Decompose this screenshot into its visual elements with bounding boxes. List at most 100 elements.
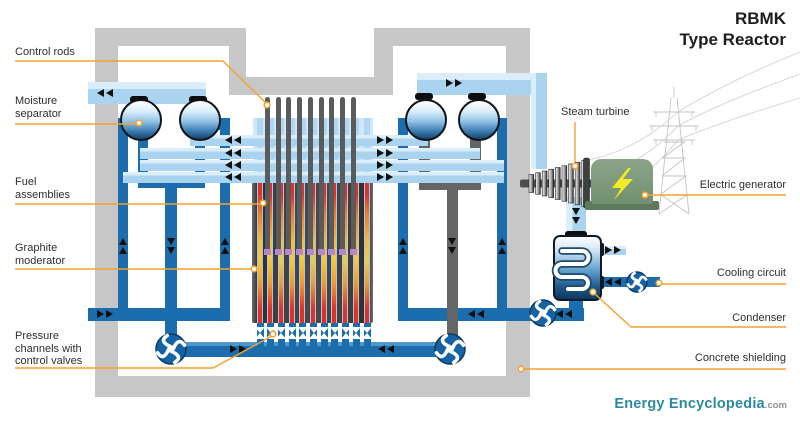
label-pressure-channels: Pressure channels with control valves xyxy=(15,330,83,367)
control-rod-tip xyxy=(274,249,282,255)
pipe-steam-row xyxy=(123,172,504,183)
control-valve-icon xyxy=(351,333,362,339)
pipe-feedwater-left xyxy=(88,308,230,321)
pipe-downcomer-right-outer xyxy=(497,118,507,320)
flow-arrow xyxy=(106,310,113,318)
flow-arrow xyxy=(377,173,384,181)
label-graphite-moderator: Graphite moderator xyxy=(15,242,66,267)
flow-arrow xyxy=(398,247,407,254)
flow-arrow xyxy=(448,247,456,254)
control-valve-icon xyxy=(319,327,330,333)
control-valve-icon xyxy=(340,327,351,333)
flow-arrow xyxy=(225,149,232,157)
moisture-separator-vessel xyxy=(458,99,500,141)
pipe-turbine-to-condenser xyxy=(566,197,586,235)
control-valve-icon xyxy=(308,327,319,333)
control-rod-tip xyxy=(339,249,347,255)
flow-arrow xyxy=(497,247,506,254)
flow-arrow xyxy=(614,278,621,286)
flow-arrow xyxy=(225,136,232,144)
flow-arrow xyxy=(386,136,393,144)
energy-encyclopedia-logo: Energy Encyclopedia.com xyxy=(614,396,787,412)
flow-arrow xyxy=(234,173,241,181)
flow-arrow xyxy=(230,345,237,353)
pipe-gray-manifold xyxy=(419,180,481,190)
turbine-blade xyxy=(541,170,548,197)
concrete-floor xyxy=(95,376,530,397)
control-rod-tip xyxy=(296,249,304,255)
flow-arrow xyxy=(477,310,484,318)
control-valve-icon xyxy=(297,327,308,333)
pipe-condenser-out-top xyxy=(598,246,626,255)
concrete-wall-left xyxy=(95,28,118,397)
flow-arrow xyxy=(387,345,394,353)
flow-arrow xyxy=(234,136,241,144)
label-cooling-circuit: Cooling circuit xyxy=(716,267,786,279)
flow-arrow xyxy=(614,246,621,254)
concrete-ceiling-right xyxy=(374,28,530,46)
pipe-downcomer-left-outer xyxy=(118,118,128,320)
label-moisture-separator: Moisture separator xyxy=(15,95,62,120)
label-control-rods: Control rods xyxy=(15,46,75,58)
flow-arrow xyxy=(398,238,407,245)
control-rod xyxy=(350,97,356,252)
concrete-bridge xyxy=(229,77,393,95)
flow-arrow xyxy=(377,161,384,169)
concrete-ceiling-left xyxy=(95,28,246,46)
flow-arrow xyxy=(221,247,229,254)
flow-arrow xyxy=(571,208,580,215)
pipe-separator-drain xyxy=(195,130,205,188)
pipe-pump-feed-left xyxy=(165,186,177,336)
fuel-assembly xyxy=(256,182,263,323)
moisture-separator-vessel xyxy=(120,99,162,141)
label-steam-turbine: Steam turbine xyxy=(561,106,630,118)
turbine-blade xyxy=(548,168,554,199)
flow-arrow xyxy=(106,89,113,97)
fuel-assembly xyxy=(363,182,370,323)
control-valve-icon xyxy=(276,333,287,339)
flow-arrow xyxy=(225,161,232,169)
control-valve-icon xyxy=(351,327,362,333)
flow-arrow xyxy=(225,173,232,181)
control-rod xyxy=(340,97,346,252)
pipe-downcomer-right-inner xyxy=(398,118,408,320)
condenser-body xyxy=(553,235,602,301)
flow-arrow xyxy=(166,238,175,245)
generator-base xyxy=(585,201,659,210)
flow-arrow xyxy=(455,79,462,87)
diagram-title: RBMK Type Reactor xyxy=(679,9,786,49)
pipe-gray-pump-feed xyxy=(447,186,458,336)
turbine-blade xyxy=(555,167,561,200)
flow-arrow xyxy=(119,238,127,245)
control-valve-icon xyxy=(319,333,330,339)
flow-arrow xyxy=(556,310,563,318)
pipe-steam-to-turbine xyxy=(531,73,547,169)
control-valve-icon xyxy=(255,327,265,333)
separator-cap xyxy=(415,93,433,100)
control-valve-icon xyxy=(329,327,340,333)
control-rod xyxy=(297,97,303,252)
moisture-separator-vessel xyxy=(405,99,447,141)
flow-arrow xyxy=(448,238,456,245)
control-valve-icon xyxy=(329,333,340,339)
control-rod-tip xyxy=(349,249,357,255)
flow-arrow xyxy=(468,310,475,318)
flow-arrow xyxy=(239,345,246,353)
label-concrete-shielding: Concrete shielding xyxy=(694,352,786,364)
control-valve-icon xyxy=(265,333,276,339)
flow-arrow xyxy=(119,247,127,254)
transmission-tower-icon xyxy=(649,87,699,215)
flow-arrow xyxy=(605,278,612,286)
flow-arrow xyxy=(605,246,612,254)
control-valve-icon xyxy=(297,333,308,339)
flow-arrow xyxy=(234,161,241,169)
flow-arrow xyxy=(221,238,229,245)
flow-arrow xyxy=(386,173,393,181)
control-valve-icon xyxy=(265,327,276,333)
control-valve-icon xyxy=(276,327,287,333)
control-rod xyxy=(307,97,313,252)
pipe-downcomer-left-inner xyxy=(220,118,230,320)
flow-arrow xyxy=(386,149,393,157)
control-valve-icon xyxy=(255,333,265,339)
flow-arrow xyxy=(377,136,384,144)
